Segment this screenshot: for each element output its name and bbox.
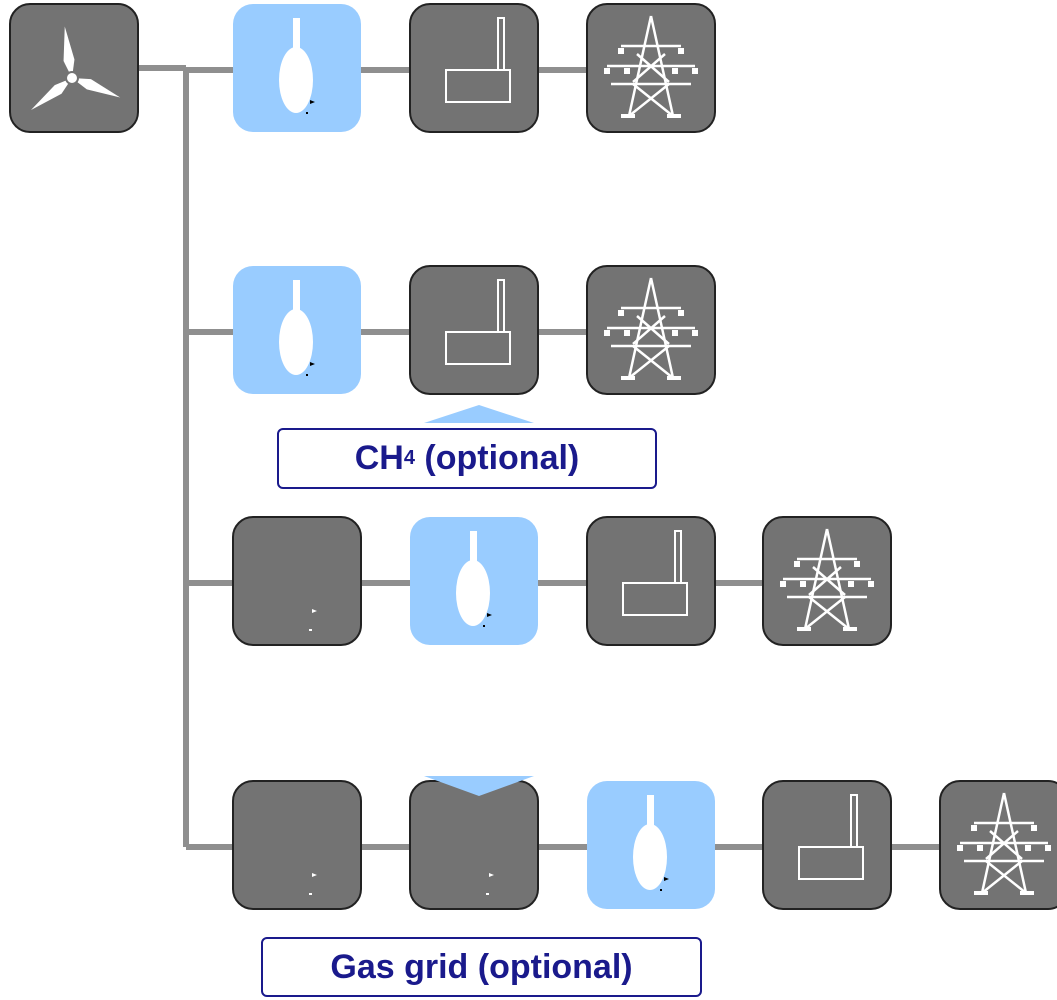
diagram-nodes [9, 3, 1057, 910]
row-2-node-storage [233, 266, 361, 394]
gas-storage-flask-icon [456, 531, 492, 627]
row-4-node-grid [939, 780, 1057, 910]
gas-grid-optional-label: Gas grid (optional) [261, 937, 702, 997]
connector-lines [138, 65, 940, 850]
down-arrow-gas-grid [424, 776, 534, 796]
process-unit [309, 609, 317, 631]
row-1-node-grid [586, 3, 716, 133]
up-arrow-ch4 [424, 405, 534, 423]
row-4-node-unit [409, 780, 539, 910]
power-plant-icon [798, 794, 864, 880]
row-1-node-storage [233, 4, 361, 132]
process-unit [309, 873, 317, 895]
gas-grid-label-text: Gas grid (optional) [330, 947, 633, 986]
power-transmission-tower-icon [957, 792, 1051, 895]
gas-storage-flask-icon [633, 795, 669, 891]
power-plant-icon [445, 279, 511, 365]
row-4-node-generator [762, 780, 892, 910]
power-transmission-tower-icon [604, 277, 698, 380]
power-transmission-tower-icon [31, 26, 121, 111]
row-4-node-storage [587, 781, 715, 909]
power-plant-icon [622, 530, 688, 616]
row-3-node-generator [586, 516, 716, 646]
gas-storage-flask-icon [279, 280, 315, 376]
power-transmission-tower-icon [604, 15, 698, 118]
power-transmission-tower-icon [780, 528, 874, 631]
ch4-label-sub: 4 [403, 447, 415, 469]
row-4-node-unit [232, 780, 362, 910]
row-3-node-grid [762, 516, 892, 646]
row-3-node-storage [410, 517, 538, 645]
row-3-node-unit [232, 516, 362, 646]
row-1-node-generator [409, 3, 539, 133]
ch4-label-rest: (optional) [414, 439, 580, 477]
wind-turbine-node [9, 3, 139, 133]
gas-storage-flask-icon [279, 18, 315, 114]
process-unit [486, 873, 494, 895]
row-2-node-generator [409, 265, 539, 395]
ch4-label-main: CH [354, 439, 404, 477]
power-plant-icon [445, 17, 511, 103]
row-2-node-grid [586, 265, 716, 395]
